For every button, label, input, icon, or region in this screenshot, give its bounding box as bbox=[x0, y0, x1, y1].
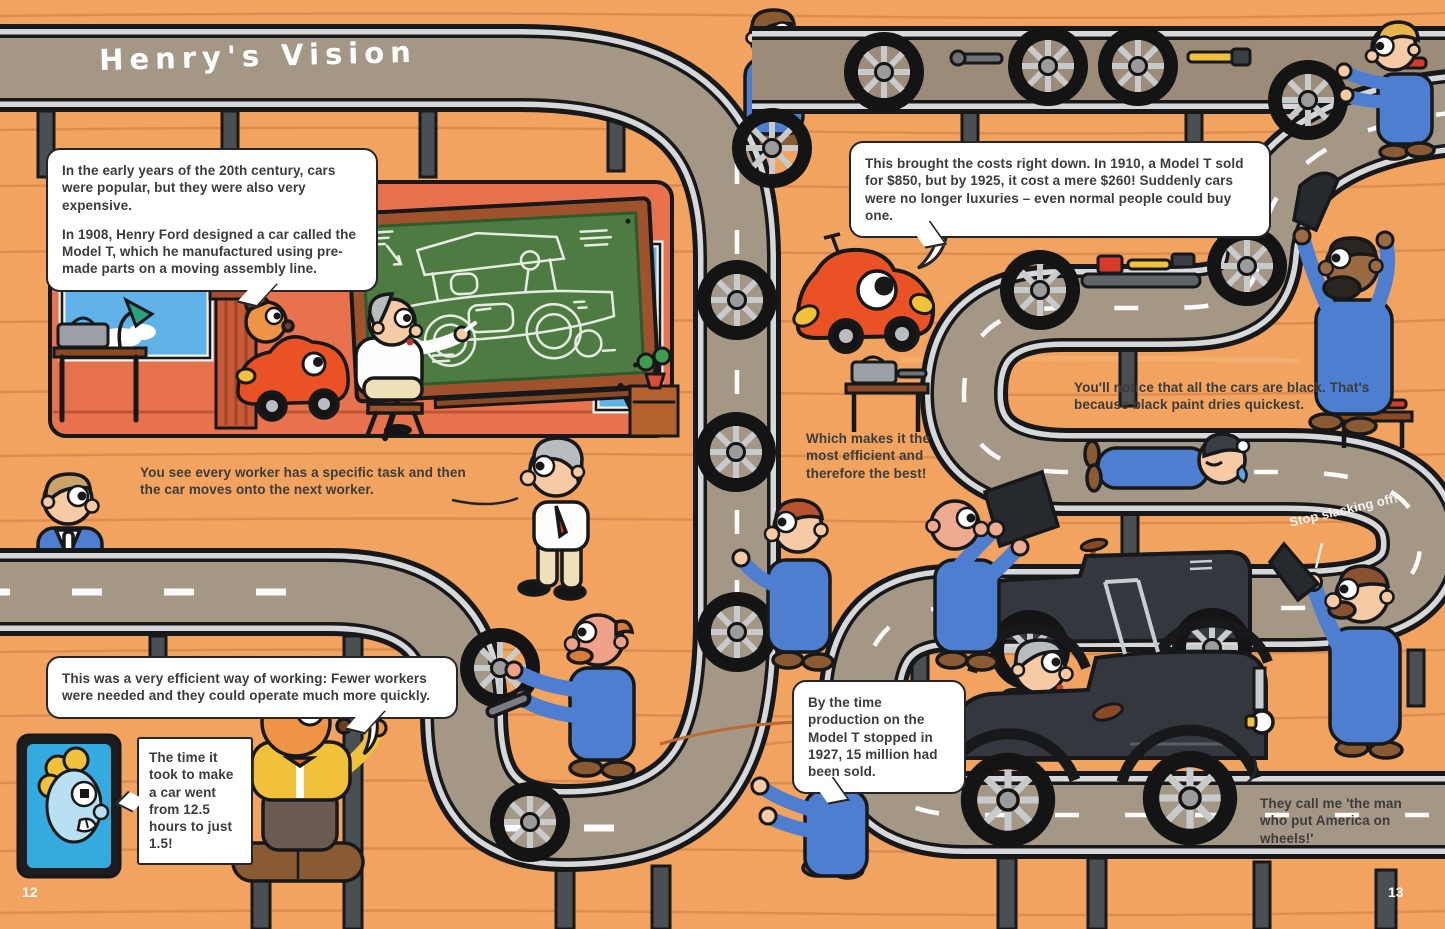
efficient-way-speech-bubble: This was a very efficient way of working… bbox=[46, 656, 458, 734]
tablet bbox=[16, 733, 122, 879]
efficient-way-text: This was a very efficient way of working… bbox=[62, 671, 431, 704]
intro-speech-bubble: In the early years of the 20th century, … bbox=[46, 148, 378, 308]
tablet-character bbox=[37, 746, 110, 844]
classroom-scene bbox=[48, 180, 680, 442]
costs-speech-bubble: This brought the costs right down. In 19… bbox=[849, 141, 1271, 249]
chalkboard bbox=[345, 196, 661, 442]
time-text: The time it took to make a car went from… bbox=[149, 750, 234, 852]
costs-text: This brought the costs right down. In 19… bbox=[865, 156, 1244, 223]
worker-sleeping bbox=[1083, 432, 1251, 493]
henry-quote-caption: They call me 'the man who put America on… bbox=[1260, 796, 1402, 846]
worker-door-panel bbox=[925, 469, 1061, 672]
tool-bench-mid bbox=[844, 355, 930, 432]
worker-wrench bbox=[485, 613, 636, 780]
walking-man bbox=[517, 436, 590, 601]
plant-cabinet bbox=[628, 346, 680, 438]
desk-lamp bbox=[123, 296, 155, 329]
belt-parts bbox=[844, 47, 1428, 448]
production-speech-bubble: By the time production on the Model T st… bbox=[792, 680, 966, 805]
chassis-on-belt bbox=[1080, 252, 1202, 289]
worker-task-caption: You see every worker has a specific task… bbox=[140, 465, 466, 498]
intro-paragraph-1: In the early years of the 20th century, … bbox=[62, 163, 336, 213]
model-t-car bbox=[936, 578, 1275, 839]
production-text: By the time production on the Model T st… bbox=[808, 695, 938, 780]
workbench-desk bbox=[52, 296, 155, 423]
red-car-student bbox=[235, 294, 350, 422]
efficient-caption: Which makes it the most efficient and th… bbox=[806, 431, 931, 481]
assembly-line-left bbox=[0, 23, 781, 873]
boss-megaphone bbox=[1267, 541, 1404, 760]
worker-hanging bbox=[1335, 20, 1436, 161]
red-car bbox=[792, 232, 936, 354]
time-speech-box: The time it took to make a car went from… bbox=[115, 737, 253, 865]
intro-paragraph-2: In 1908, Henry Ford designed a car calle… bbox=[62, 226, 357, 277]
henry-teacher bbox=[354, 292, 477, 437]
worker-vertical-line bbox=[731, 498, 835, 672]
page-number-right: 13 bbox=[1388, 884, 1404, 900]
worker-bearded bbox=[1292, 171, 1396, 436]
page-number-left: 12 bbox=[22, 884, 38, 900]
black-cars-caption: You'll notice that all the cars are blac… bbox=[1074, 380, 1370, 413]
tool-icon bbox=[1186, 50, 1238, 64]
